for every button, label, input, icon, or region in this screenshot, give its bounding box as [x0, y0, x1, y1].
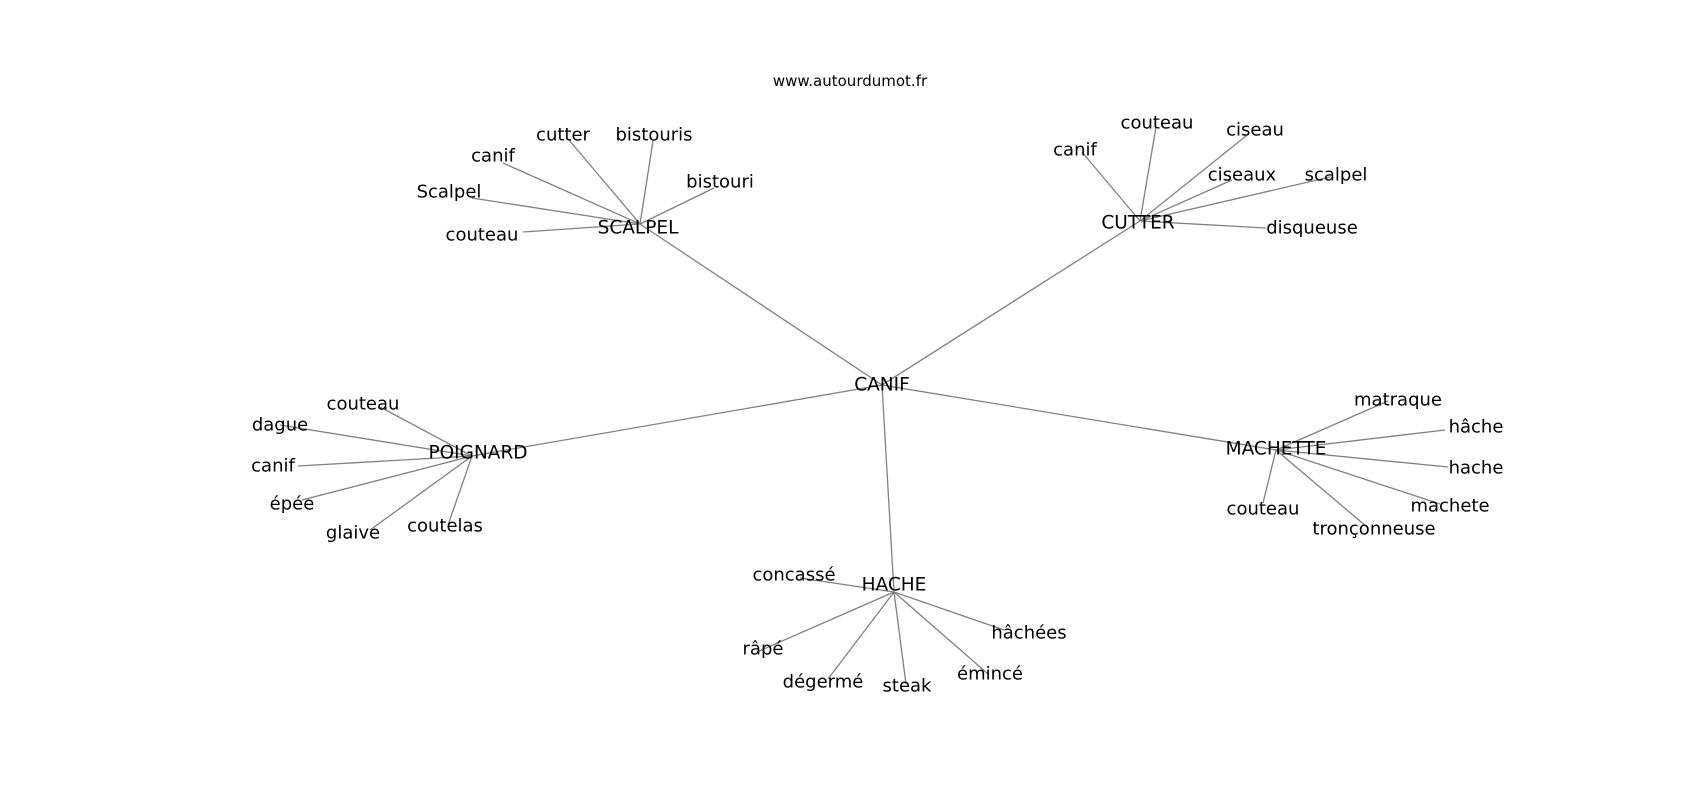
- hub-node-scalpel: SCALPEL: [598, 218, 679, 239]
- leaf-node-machette-5: couteau: [1227, 499, 1300, 520]
- leaf-node-machette-3: machete: [1410, 496, 1489, 517]
- edge-cutter-4: [1139, 176, 1331, 222]
- edge-scalpel-1: [471, 197, 641, 225]
- edge-poignard-0: [379, 406, 473, 457]
- edge-machette-0: [1275, 400, 1389, 451]
- leaf-node-hache-5: hâchées: [991, 623, 1066, 644]
- edge-poignard-5: [447, 455, 473, 526]
- edge-center-poignard: [471, 384, 883, 457]
- leaf-node-scalpel-0: couteau: [446, 225, 519, 246]
- leaf-node-cutter-3: ciseaux: [1208, 165, 1277, 186]
- edge-cutter-1: [1139, 126, 1157, 222]
- edge-cutter-5: [1139, 220, 1267, 229]
- hub-node-poignard: POIGNARD: [428, 443, 527, 464]
- edge-center-hache: [881, 384, 895, 593]
- leaf-node-poignard-5: coutelas: [407, 516, 483, 537]
- edge-machette-3: [1275, 449, 1441, 505]
- leaf-node-hache-4: émincé: [957, 664, 1023, 685]
- leaf-node-cutter-5: disqueuse: [1266, 218, 1358, 239]
- edge-hache-4: [893, 591, 989, 675]
- edge-cutter-3: [1139, 179, 1233, 222]
- leaf-node-scalpel-5: bistouri: [686, 172, 754, 193]
- leaf-node-machette-2: hache: [1449, 458, 1504, 479]
- leaf-node-hache-3: steak: [883, 676, 933, 697]
- edge-poignard-2: [297, 455, 473, 467]
- leaf-node-poignard-2: canif: [251, 456, 295, 477]
- edge-machette-1: [1275, 429, 1446, 451]
- leaf-node-cutter-1: couteau: [1121, 113, 1194, 134]
- leaf-node-cutter-4: scalpel: [1305, 165, 1368, 186]
- source-label: www.autourdumot.fr: [772, 72, 928, 90]
- leaf-node-machette-4: tronçonneuse: [1312, 519, 1435, 540]
- edge-hache-1: [756, 591, 895, 653]
- leaf-node-scalpel-1: Scalpel: [417, 182, 482, 203]
- edge-poignard-4: [369, 455, 473, 531]
- edge-center-scalpel: [639, 223, 883, 386]
- hub-node-hache: HACHE: [862, 575, 927, 596]
- leaf-node-hache-1: râpé: [743, 639, 784, 660]
- edge-hache-3: [893, 591, 907, 685]
- edge-scalpel-0: [522, 223, 641, 233]
- leaf-node-poignard-3: épée: [270, 494, 315, 515]
- edge-center-cutter: [881, 220, 1141, 386]
- edge-hache-5: [893, 591, 1005, 631]
- leaf-node-poignard-4: glaive: [326, 523, 380, 544]
- edge-scalpel-5: [639, 187, 715, 225]
- edge-scalpel-4: [639, 140, 654, 225]
- leaf-node-scalpel-2: canif: [471, 146, 515, 167]
- leaf-node-hache-2: dégermé: [783, 672, 864, 693]
- hub-node-machette: MACHETTE: [1226, 439, 1327, 460]
- edge-poignard-1: [279, 424, 473, 457]
- leaf-node-machette-1: hâche: [1449, 417, 1504, 438]
- edge-hache-2: [827, 591, 895, 680]
- edge-cutter-0: [1081, 151, 1141, 222]
- leaf-node-cutter-2: ciseau: [1226, 120, 1284, 141]
- edge-center-machette: [881, 384, 1277, 451]
- edge-machette-5: [1262, 449, 1277, 504]
- leaf-node-poignard-0: couteau: [327, 394, 400, 415]
- edge-hache-0: [799, 577, 895, 593]
- center-node-label: CANIF: [854, 375, 910, 396]
- leaf-node-scalpel-4: bistouris: [615, 125, 692, 146]
- edges: [279, 126, 1449, 685]
- edge-machette-4: [1275, 449, 1368, 528]
- hub-node-cutter: CUTTER: [1101, 213, 1174, 234]
- edge-poignard-3: [301, 455, 473, 501]
- leaf-node-scalpel-3: cutter: [536, 125, 590, 146]
- leaf-node-machette-0: matraque: [1354, 390, 1442, 411]
- edge-machette-2: [1275, 449, 1449, 468]
- leaf-node-cutter-0: canif: [1053, 140, 1097, 161]
- edge-cutter-2: [1139, 135, 1247, 222]
- leaf-node-poignard-1: dague: [252, 415, 308, 436]
- edge-scalpel-2: [502, 162, 641, 225]
- edge-scalpel-3: [568, 139, 641, 225]
- leaf-node-hache-0: concassé: [752, 565, 835, 586]
